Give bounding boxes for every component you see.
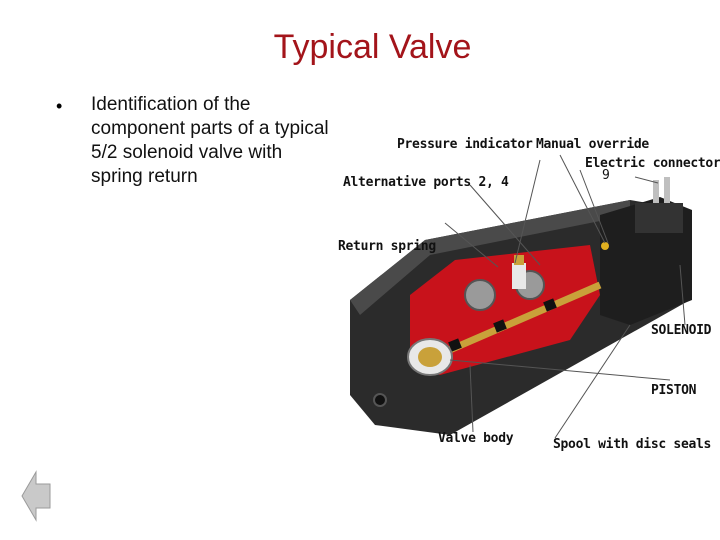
manual-override-knob xyxy=(601,242,609,250)
pressure-indicator-spring xyxy=(512,263,526,289)
back-arrow-icon[interactable] xyxy=(20,470,52,522)
bullet-text: Identification of the component parts of… xyxy=(91,94,329,187)
bullet-marker: • xyxy=(56,96,63,116)
connector-pin xyxy=(664,177,670,205)
label-spool: Spool with disc seals xyxy=(553,437,712,452)
slide-title: Typical Valve xyxy=(273,28,472,66)
label-valve-body: Valve body xyxy=(438,431,514,446)
port-thread xyxy=(464,279,496,311)
connector-pin xyxy=(653,180,659,208)
label-return-spring: Return spring xyxy=(338,239,436,254)
label-alternative-ports: Alternative ports 2, 4 xyxy=(343,175,509,190)
valve-cutaway-illustration xyxy=(350,154,692,439)
label-pressure-indicator: Pressure indicator xyxy=(397,137,533,152)
label-piston: PISTON xyxy=(651,383,697,398)
label-electric-connectors-num: 9 xyxy=(602,168,610,183)
label-electric-connectors: Electric connectors xyxy=(585,156,720,171)
label-manual-override: Manual override xyxy=(536,137,649,152)
label-solenoid: SOLENOID xyxy=(651,323,712,338)
